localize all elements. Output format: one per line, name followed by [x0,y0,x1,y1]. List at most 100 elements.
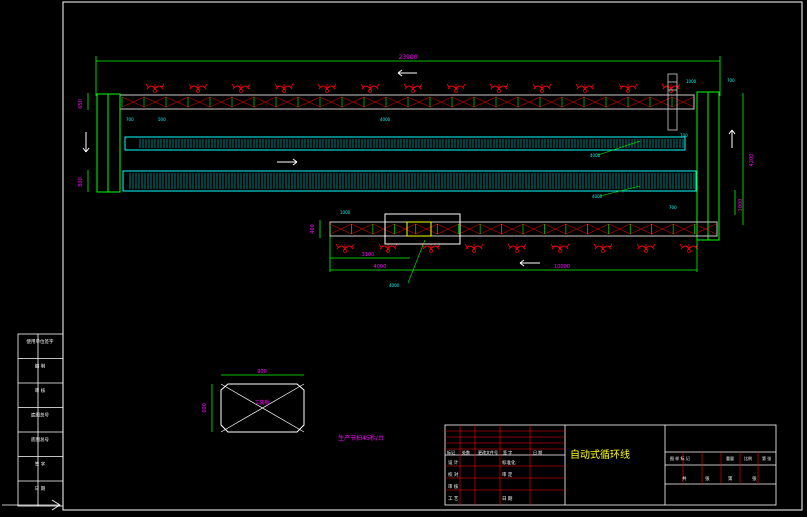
right-row-cell: 第 [728,475,733,482]
right-small-dim: 1000 [738,199,744,212]
signature-role: 审 核 [448,483,459,490]
right-transfer-frame [696,91,720,241]
leader-lines [407,140,641,284]
right-height-dim: 4200 [749,154,755,167]
fixture-icon [421,243,441,253]
left-block-row-label: 底图总号 [31,436,49,443]
callout-mid-a: 1000 [686,79,697,84]
lower-dim-a: 3100 [362,252,375,258]
callout-top-mid: 4000 [380,117,391,122]
fixture-icon [532,83,552,93]
fixture-icon [360,83,380,93]
fixture-icon [618,83,638,93]
arrow-up-right [728,129,736,148]
header-cell: 签 字 [503,449,512,455]
fixture-icon [575,83,595,93]
signature-col2: 日 期 [502,496,513,502]
callouts: 700 4000 700 1000 4000 4000 700 700 1000… [126,78,735,288]
workpiece-label: 工装板 [254,399,269,406]
lower-dimensions [329,236,698,272]
middle-conveyor-slats [139,139,684,148]
callout-mid-d: 700 [669,205,677,210]
signature-col2: 审 定 [502,471,513,478]
workpiece-height: 600 [202,403,208,413]
overall-length-label: 23900 [398,54,417,61]
right-header-cell: 重量 [726,455,734,461]
fixture-icon [231,83,251,93]
left-top-dim: 650 [78,99,84,109]
lower-dim-b: 4000 [374,264,387,270]
right-header-cell: 比例 [744,455,752,461]
title-block-title: 自动式循环线 [570,448,630,461]
arrow-down-left [82,132,90,153]
fixture-icon [145,83,165,93]
left-transfer-frame [96,93,121,193]
right-row-cell: 张 [752,475,757,482]
header-cell: 处数 [462,449,470,455]
header-cell: 更改文件号 [478,449,498,455]
top-dimension [95,56,721,96]
callout-right-box: 700 [680,133,688,138]
lower-dim-c: 10000 [554,264,570,270]
lower-conveyor-slats [129,173,695,189]
top-fixture-row [145,83,681,93]
right-row-cell: 张 [705,475,710,482]
callout-top-right: 700 [727,78,735,83]
left-block-row-label: 日 期 [35,486,46,492]
fixture-icon [378,243,398,253]
fixture-icon [636,243,656,253]
title-block [444,424,777,506]
signature-role: 设 计 [448,459,459,466]
arrow-left-top [397,69,417,77]
fixture-icon [317,83,337,93]
right-top-stack [667,73,678,131]
fixture-icon [274,83,294,93]
header-cell: 标记 [447,449,455,455]
top-conveyor-rail [119,94,695,110]
flow-arrows [82,69,736,267]
signature-role: 校 对 [448,471,459,478]
left-block-row-label: 底图总号 [31,412,49,419]
lower-conveyor [122,170,697,192]
fixture-icon [507,243,527,253]
lift-station [384,213,461,245]
drawing-frame [62,1,803,511]
workpiece-note: 生产节拍45秒/台 [338,434,384,442]
left-signature-block [17,333,64,507]
callout-upper-small: 500 [158,117,166,122]
arrow-left-bottom [519,259,540,267]
left-block-row-label: 签 字 [35,461,46,468]
callout-lower-b: 4000 [389,283,400,288]
bottom-conveyor-cross [329,223,717,235]
left-block-row-label: 审 核 [35,387,46,394]
signature-role: 工 艺 [448,496,459,502]
title-block-labels: 标记处数更改文件号签 字日 期设 计标准化校 对审 定审 核工 艺日 期图 样 … [447,449,771,502]
signature-col2: 标准化 [502,459,516,466]
header-cell: 日 期 [533,449,542,455]
left-block-row-label: 编 制 [35,363,46,370]
workpiece-width: 900 [257,369,267,375]
fixture-icon [464,243,484,253]
callout-lower-a: 1000 [340,210,351,215]
origin-arrow [2,499,61,511]
bottom-fixture-row [335,243,699,253]
callout-top-left: 700 [126,117,134,122]
side-dimensions [87,93,744,238]
fixture-icon [188,83,208,93]
callout-mid-c: 4000 [592,194,603,199]
right-row-cell: 共 [682,475,687,482]
fixture-icon [403,83,423,93]
fixture-icon [489,83,509,93]
top-conveyor-cross [121,96,695,108]
callout-mid-b: 4000 [590,153,601,158]
left-bottom-dim: 800 [78,177,84,187]
title-block-grid-red [445,425,759,505]
arrow-right-mid [277,158,298,166]
fixture-icon [679,243,699,253]
right-header-cell: 图 样 标 记 [670,455,690,461]
middle-conveyor [124,136,686,151]
lift-station-inner [406,221,432,237]
left-block-row-label: 使用单位签字 [27,338,54,345]
